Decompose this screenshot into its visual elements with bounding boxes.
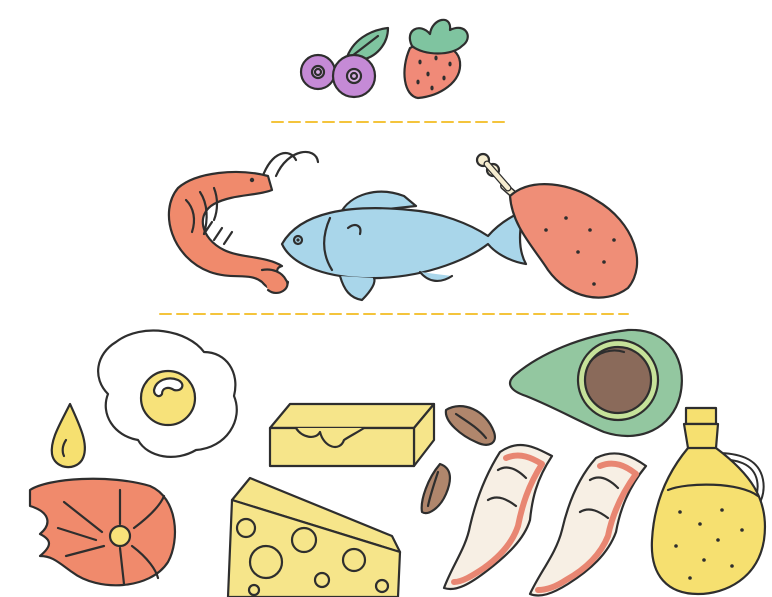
salmon-steak-icon	[30, 479, 175, 586]
shrimp-icon	[169, 152, 318, 293]
oil-drop-icon	[52, 404, 85, 467]
blueberries-icon	[301, 28, 388, 97]
butter-icon	[270, 404, 434, 466]
fish-icon	[282, 192, 526, 300]
strawberry-icon	[404, 20, 467, 98]
fried-egg-icon	[98, 331, 237, 457]
cheese-icon	[228, 478, 400, 597]
olive-oil-bottle-icon	[652, 408, 765, 594]
bacon-icon	[444, 445, 646, 596]
avocado-icon	[510, 330, 682, 436]
